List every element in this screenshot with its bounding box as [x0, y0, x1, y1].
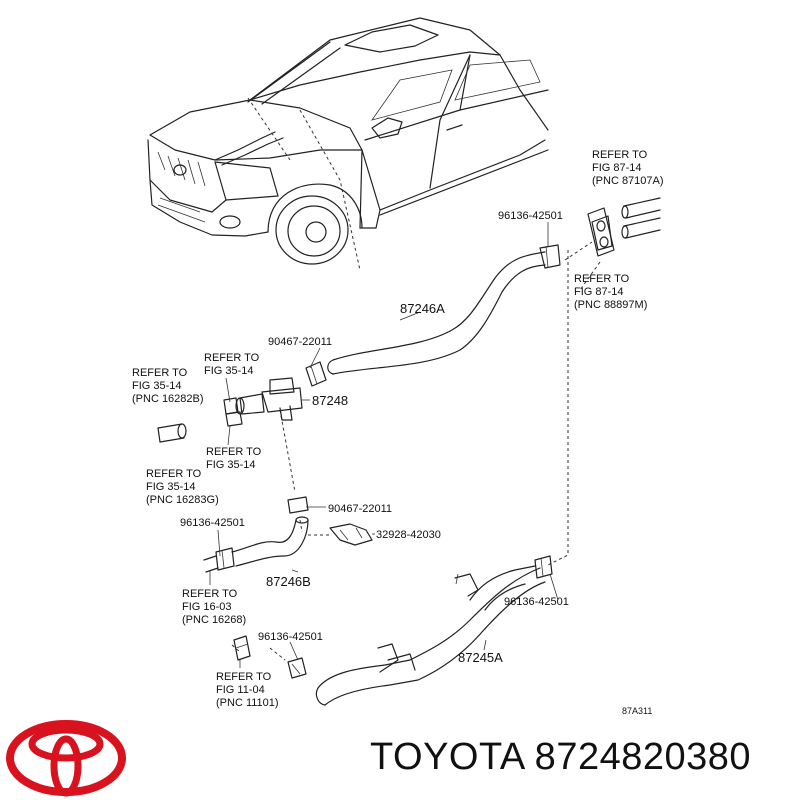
label-96136-left: 96136-42501	[180, 517, 245, 529]
label-96136-top: 96136-42501	[498, 210, 563, 222]
valve-87248	[157, 377, 303, 443]
ref-35-14-clamp-b-line1: REFER TO	[206, 446, 262, 458]
ref-11-04-line2: FIG 11-04	[216, 684, 265, 696]
leader-lines	[209, 222, 559, 668]
hose-87245a	[315, 555, 553, 706]
ref-35-14-left-line3: (PNC 16282B)	[132, 393, 204, 405]
label-ref-35-14-clamp-b: REFER TO FIG 35-14	[206, 446, 262, 471]
ref-35-14-lower-line3: (PNC 16283G)	[146, 494, 219, 506]
label-ref-16-03: REFER TO FIG 16-03 (PNC 16268)	[182, 588, 246, 626]
label-87246a: 87246A	[400, 301, 445, 316]
ref-35-14-lower-line2: FIG 35-14	[146, 481, 196, 493]
ref-35-14-left-line1: REFER TO	[132, 367, 188, 379]
ref-11-04-line3: (PNC 11101)	[216, 697, 279, 709]
connector-flange	[587, 197, 661, 257]
hose-87246a	[305, 244, 561, 387]
label-ref-35-14-left: REFER TO FIG 35-14 (PNC 16282B)	[132, 367, 204, 405]
brand-part-number: TOYOTA 8724820380	[370, 736, 752, 778]
label-96136-right: 96136-42501	[504, 596, 569, 608]
ref-16-03-line1: REFER TO	[182, 588, 238, 600]
label-ref-35-14-lower: REFER TO FIG 35-14 (PNC 16283G)	[146, 468, 219, 506]
label-87248: 87248	[312, 393, 348, 408]
toyota-logo	[6, 720, 126, 797]
lower-fittings	[233, 635, 307, 679]
ref-11-04-line1: REFER TO	[216, 671, 272, 683]
label-87246b: 87246B	[266, 574, 311, 589]
label-ref-87-14-a: REFER TO FIG 87-14 (PNC 87107A)	[592, 149, 664, 187]
ref-87-14-a-line3: (PNC 87107A)	[592, 175, 664, 187]
ref-16-03-line3: (PNC 16268)	[182, 614, 246, 626]
ref-35-14-left-line2: FIG 35-14	[132, 380, 182, 392]
ref-35-14-clamp-b-line2: FIG 35-14	[206, 459, 256, 471]
vehicle-illustration	[147, 17, 549, 271]
ref-87-14-a-line1: REFER TO	[592, 149, 648, 161]
ref-87-14-a-line2: FIG 87-14	[592, 162, 642, 174]
ref-87-14-b-line2: FIG 87-14	[574, 286, 624, 298]
hose-87246b	[203, 516, 309, 573]
label-32928: 32928-42030	[376, 529, 441, 541]
bracket-32928	[329, 523, 373, 546]
ref-35-14-lower-line1: REFER TO	[146, 468, 202, 480]
ref-35-14-clamp-a-line2: FIG 35-14	[204, 365, 254, 377]
ref-16-03-line2: FIG 16-03	[182, 601, 232, 613]
label-87245a: 87245A	[458, 650, 503, 665]
clip-90467-mid	[287, 496, 309, 514]
label-90467-mid: 90467-22011	[328, 503, 392, 515]
label-ref-87-14-b: REFER TO FIG 87-14 (PNC 88897M)	[574, 273, 647, 311]
label-ref-35-14-clamp-a: REFER TO FIG 35-14	[204, 352, 260, 377]
ref-87-14-b-line3: (PNC 88897M)	[574, 299, 647, 311]
label-ref-11-04: REFER TO FIG 11-04 (PNC 11101)	[216, 671, 279, 709]
diagram-code: 87A311	[622, 706, 652, 716]
ref-35-14-clamp-a-line1: REFER TO	[204, 352, 260, 364]
guide-lines	[231, 241, 601, 661]
ref-87-14-b-line1: REFER TO	[574, 273, 630, 285]
label-90467-top: 90467-22011	[268, 336, 332, 348]
label-96136-bottom: 96136-42501	[258, 631, 323, 643]
